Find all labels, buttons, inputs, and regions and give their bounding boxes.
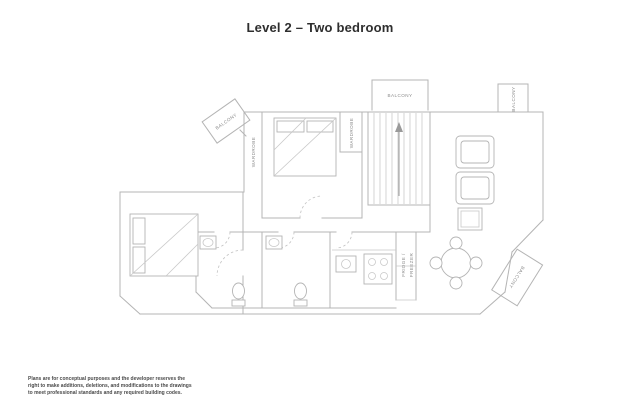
sink-icon-bath-a bbox=[199, 235, 217, 250]
page-title: Level 2 – Two bedroom bbox=[246, 20, 394, 35]
toilet-icon-bath-a bbox=[231, 282, 246, 307]
fridge-label-line2: FREEZER bbox=[409, 252, 414, 277]
balcony-label: BALCONY bbox=[511, 86, 516, 111]
balcony-label: BALCONY bbox=[387, 93, 412, 98]
disclaimer-text: Plans are for conceptual purposes and th… bbox=[28, 376, 192, 396]
coffee-table-icon bbox=[457, 207, 483, 231]
stairs-up-arrow bbox=[395, 122, 403, 132]
wardrobe-label: WARDROBE bbox=[349, 118, 354, 148]
toilet-icon-bath-b bbox=[293, 282, 308, 307]
stove-icon bbox=[363, 253, 393, 285]
balcony-top-right: BALCONY bbox=[497, 83, 529, 113]
bed-icon-top-bedroom bbox=[273, 117, 337, 177]
dining-table-icon bbox=[429, 236, 483, 290]
balcony-top-center: BALCONY bbox=[371, 79, 429, 111]
sink-icon-bath-b bbox=[265, 235, 283, 250]
balcony-top-left: BALCONY bbox=[201, 98, 251, 144]
balcony-label: BALCONY bbox=[508, 265, 526, 289]
wardrobe-label: WARDROBE bbox=[251, 137, 256, 167]
balcony-label: BALCONY bbox=[215, 112, 238, 130]
stairs-icon bbox=[373, 113, 423, 204]
fridge-freezer-label: FRIDGE / FREEZER bbox=[401, 252, 414, 277]
sofa-icon bbox=[455, 135, 495, 205]
kitchen-sink-icon bbox=[335, 255, 357, 273]
fridge-label-line1: FRIDGE / bbox=[401, 253, 406, 277]
bed-icon-left-bedroom bbox=[129, 213, 199, 277]
walls bbox=[119, 111, 544, 315]
